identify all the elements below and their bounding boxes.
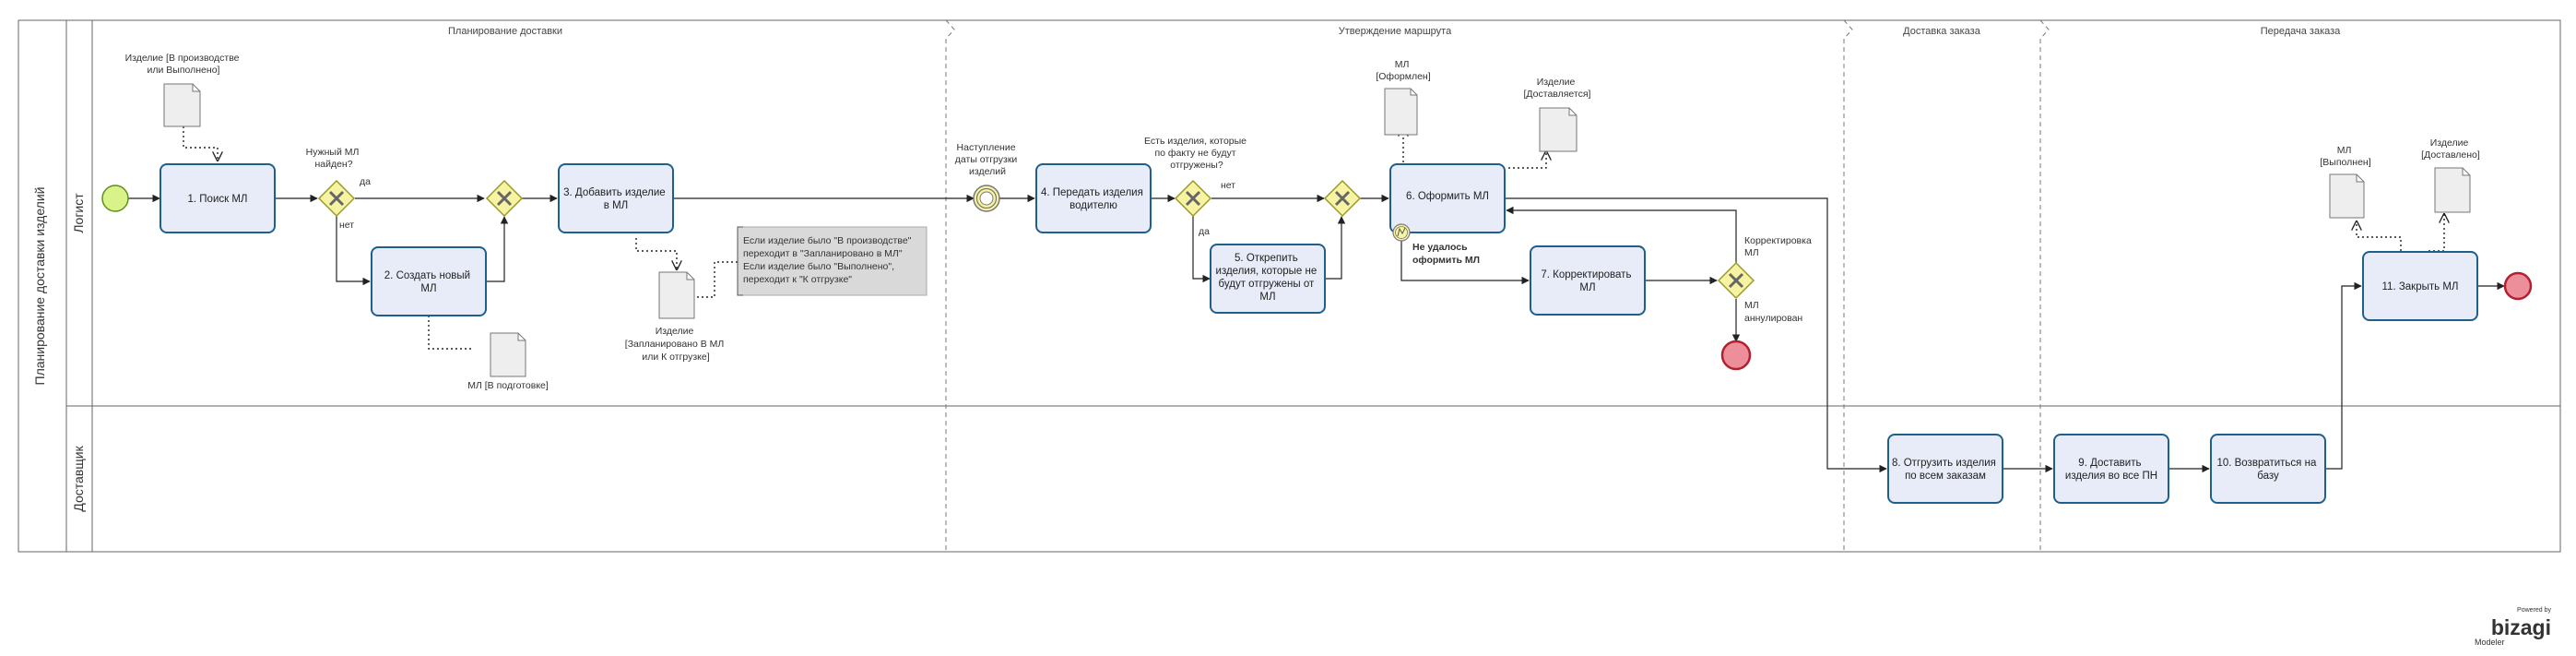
task-hand-to-driver[interactable]: 4. Передать изделия водителю	[1035, 163, 1152, 233]
svg-text:11. Закрыть МЛ: 11. Закрыть МЛ	[2382, 281, 2459, 292]
watermark-brand: bizagi	[2491, 615, 2551, 639]
data-object-ml-preparing-label: МЛ [В подготовке]	[467, 380, 549, 391]
task-search-ml[interactable]: 1. Поиск МЛ	[160, 163, 276, 233]
data-object-item-delivering[interactable]	[1539, 107, 1578, 152]
svg-text:4. Передать изделия води: 4. Передать изделия водителю	[1041, 187, 1146, 211]
end-event-cancelled[interactable]	[1720, 340, 1752, 371]
gateway-ml-found[interactable]	[317, 179, 356, 218]
svg-text:10. Возвратиться на базу: 10. Возвратиться на базу	[2216, 458, 2319, 482]
data-object-ml-issued[interactable]	[1384, 88, 1418, 136]
task-issue-ml[interactable]: 6. Оформить МЛ	[1389, 163, 1506, 233]
task-correct-ml[interactable]: 7. Корректировать МЛ	[1530, 245, 1646, 316]
end-event[interactable]	[2503, 271, 2533, 301]
timer-event-label: Наступление даты отгрузки изделий	[955, 142, 1020, 177]
data-object-item-delivered[interactable]	[2434, 167, 2471, 213]
phase-label-planning: Планирование доставки	[448, 26, 562, 37]
gateway-merge-1[interactable]	[485, 179, 524, 218]
svg-text:2. Создать новый МЛ: 2. Создать новый МЛ	[384, 270, 473, 294]
svg-text:9. Доставить изделия во: 9. Доставить изделия во все ПН	[2065, 458, 2157, 482]
task-return-to-base[interactable]: 10. Возвратиться на базу	[2210, 434, 2326, 504]
data-object-ml-preparing[interactable]	[490, 332, 526, 377]
start-event[interactable]	[101, 185, 129, 212]
error-boundary-event[interactable]	[1392, 223, 1411, 242]
svg-text:7. Корректировать МЛ: 7. Корректировать МЛ	[1541, 269, 1634, 293]
bizagi-watermark: Powered by bizagi Modeler	[2475, 607, 2551, 647]
data-object-item-initial-label: Изделие [В производстве или Выполнено]	[125, 53, 242, 76]
gateway-ml-found-no: нет	[339, 220, 354, 231]
phase-separators	[945, 19, 2050, 552]
phase-label-delivery: Доставка заказа	[1903, 26, 1981, 37]
gateway-unshipped-items[interactable]	[1174, 179, 1212, 218]
lane-label-logist: Логист	[71, 193, 86, 233]
gateway-ml-found-yes: да	[360, 176, 371, 187]
data-object-item-planned[interactable]	[658, 271, 695, 319]
svg-text:1. Поиск МЛ: 1. Поиск МЛ	[188, 194, 248, 205]
text-annotation-body: Если изделие было "В производстве" перех…	[743, 235, 914, 285]
svg-text:8. Отгрузить изделия по: 8. Отгрузить изделия по всем заказам	[1892, 458, 1999, 482]
text-annotation[interactable]: Если изделие было "В производстве" перех…	[737, 226, 928, 296]
gateway-unshipped-yes: да	[1199, 226, 1210, 237]
gateway-correction[interactable]	[1717, 261, 1755, 300]
watermark-product: Modeler	[2475, 638, 2505, 647]
data-object-item-delivered-label: Изделие [Доставлено]	[2421, 137, 2480, 161]
task-close-ml[interactable]: 11. Закрыть МЛ	[2362, 251, 2478, 321]
task-add-item[interactable]: 3. Добавить изделие в МЛ	[558, 163, 674, 233]
gateway-correction-cancelled: МЛ аннулирован	[1744, 300, 1802, 324]
lane-label-courier: Доставщик	[71, 445, 86, 511]
gateway-ml-found-question: Нужный МЛ найден?	[306, 147, 362, 170]
data-object-ml-completed-label: МЛ [Выполнен]	[2320, 145, 2370, 168]
watermark-powered-by: Powered by	[2517, 607, 2551, 614]
phase-label-handover: Передача заказа	[2261, 26, 2341, 37]
svg-text:6. Оформить МЛ: 6. Оформить МЛ	[1406, 191, 1489, 202]
task-ship-items[interactable]: 8. Отгрузить изделия по всем заказам	[1887, 434, 2003, 504]
data-object-item-initial[interactable]	[163, 83, 201, 127]
data-object-ml-issued-label: МЛ [Оформлен]	[1376, 59, 1430, 82]
sequence-flows	[128, 194, 2505, 473]
gateway-unshipped-no: нет	[1221, 180, 1235, 191]
data-object-item-delivering-label: Изделие [Доставляется]	[1524, 77, 1591, 100]
svg-text:5. Открепить изделия, ко: 5. Открепить изделия, которые не будут о…	[1216, 253, 1320, 303]
timer-intermediate-event[interactable]	[973, 185, 1000, 212]
svg-text:3. Добавить изделие в МЛ: 3. Добавить изделие в МЛ	[563, 187, 668, 211]
data-object-ml-completed[interactable]	[2329, 173, 2365, 219]
gateway-correction-question: Корректировка МЛ	[1744, 235, 1814, 258]
task-create-ml[interactable]: 2. Создать новый МЛ	[371, 246, 487, 316]
pool-title: Планирование доставки изделий	[32, 187, 47, 386]
error-event-label: Не удалось оформить МЛ	[1412, 242, 1480, 266]
task-deliver-items[interactable]: 9. Доставить изделия во все ПН	[2053, 434, 2169, 504]
gateway-unshipped-question: Есть изделия, которые по факту не будут …	[1144, 136, 1249, 171]
phase-label-route: Утверждение маршрута	[1339, 26, 1452, 37]
data-object-item-planned-label: Изделие [Запланировано В МЛ или К отгруз…	[625, 326, 727, 363]
task-detach-items[interactable]: 5. Открепить изделия, которые не будут о…	[1210, 244, 1326, 314]
gateway-merge-2[interactable]	[1323, 179, 1362, 218]
